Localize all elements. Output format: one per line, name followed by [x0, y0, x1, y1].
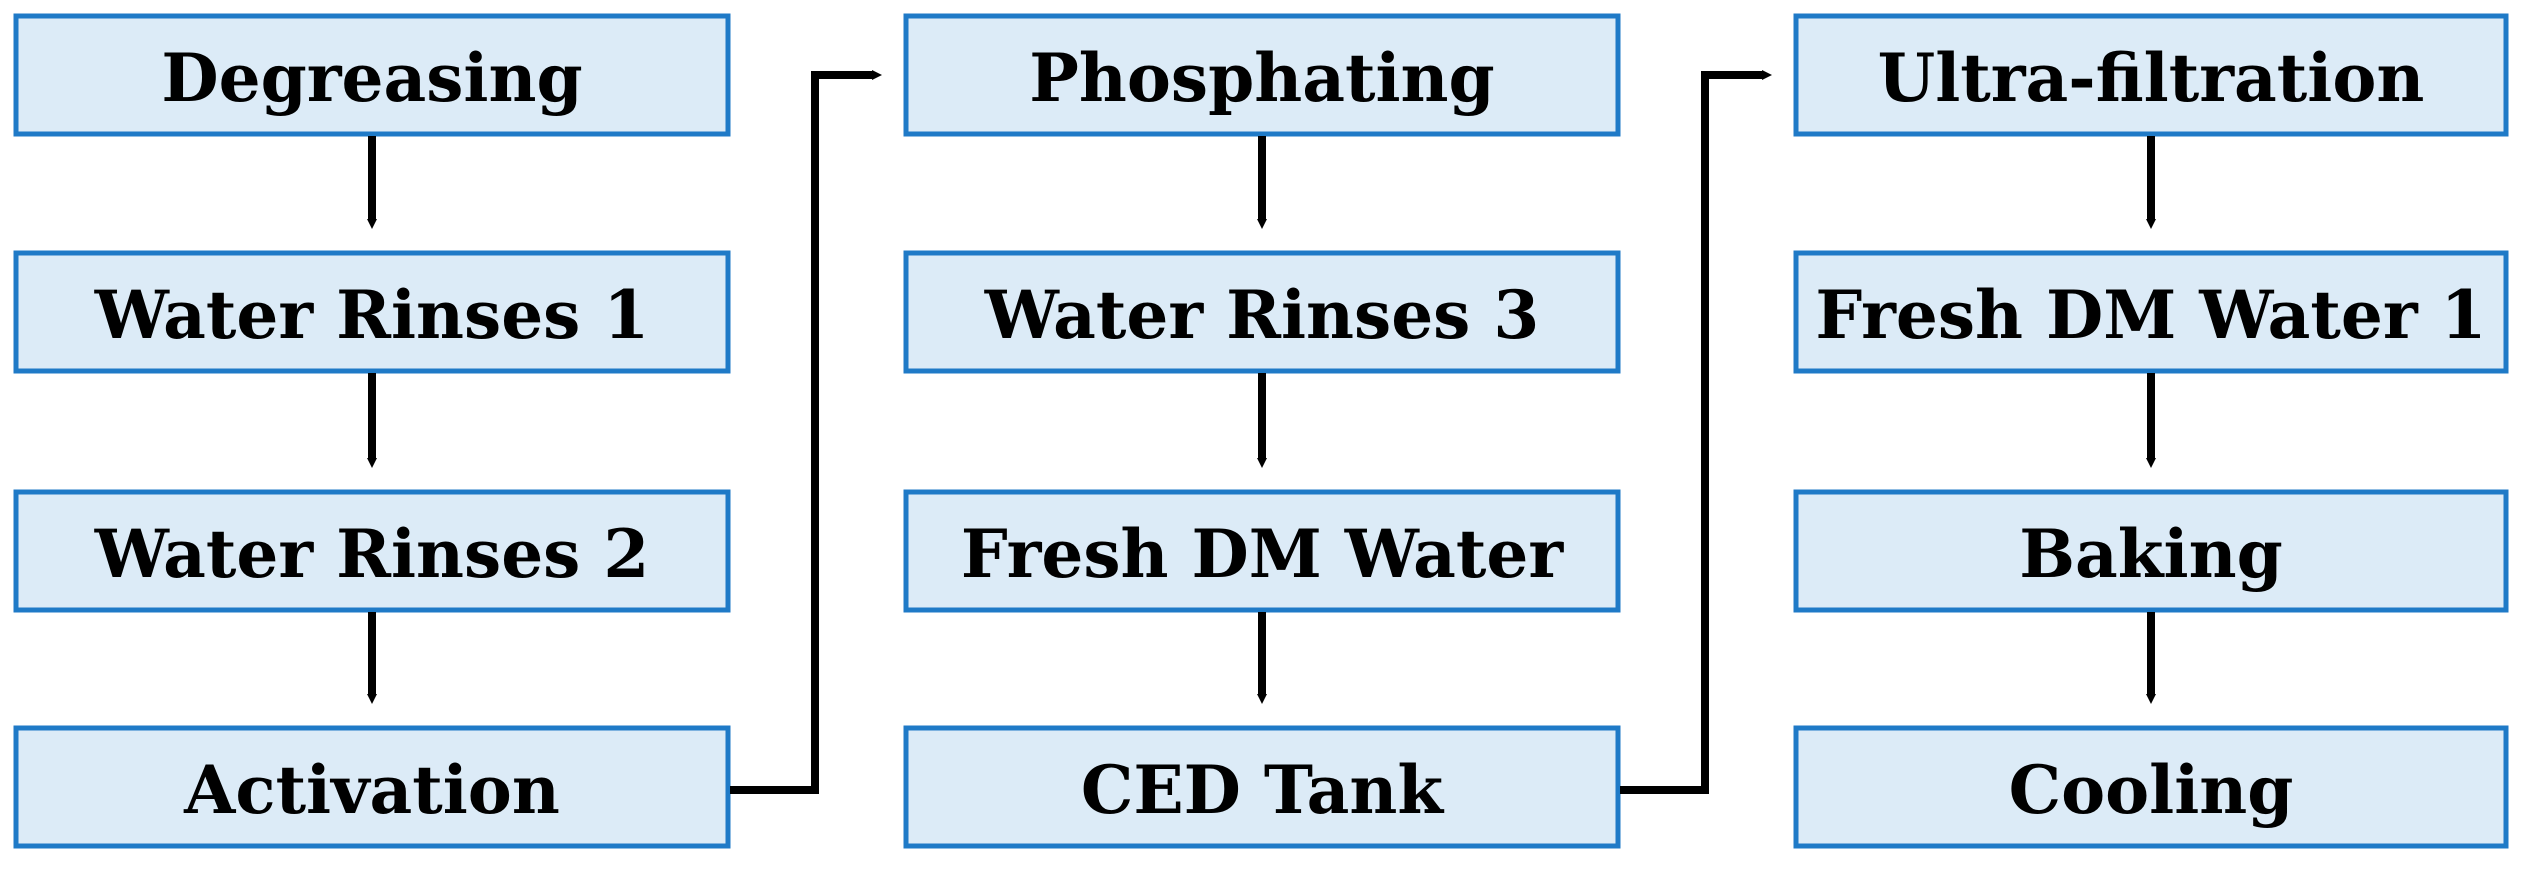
step-ced-tank-label: CED Tank	[1081, 751, 1445, 829]
arrow-activation-to-phosphating	[730, 70, 882, 794]
step-water-rinses-3-label: Water Rinses 3	[984, 276, 1540, 354]
step-baking-label: Baking	[2019, 515, 2282, 593]
step-baking: Baking	[1793, 489, 2509, 613]
step-ultra-filtration-label: Ultra-filtration	[1878, 39, 2425, 117]
step-fresh-dm-water-label: Fresh DM Water	[961, 515, 1564, 593]
step-phosphating-label: Phosphating	[1029, 39, 1494, 117]
step-cooling: Cooling	[1793, 725, 2509, 849]
step-activation: Activation	[13, 725, 731, 849]
column-2: Phosphating Water Rinses 3 Fresh DM Wate…	[903, 13, 1621, 849]
step-phosphating: Phosphating	[903, 13, 1621, 137]
step-fresh-dm-water: Fresh DM Water	[903, 489, 1621, 613]
step-degreasing-label: Degreasing	[161, 39, 582, 117]
step-water-rinses-1-label: Water Rinses 1	[94, 276, 650, 354]
step-water-rinses-2-label: Water Rinses 2	[94, 515, 650, 593]
step-water-rinses-1: Water Rinses 1	[13, 250, 731, 374]
arrow-ced-tank-to-ultra-filtration	[1620, 70, 1772, 794]
step-fresh-dm-water-1-label: Fresh DM Water 1	[1815, 276, 2486, 354]
step-activation-label: Activation	[183, 751, 560, 829]
step-cooling-label: Cooling	[2009, 751, 2294, 829]
step-ced-tank: CED Tank	[903, 725, 1621, 849]
column-1: Degreasing Water Rinses 1 Water Rinses 2…	[13, 13, 731, 849]
step-degreasing: Degreasing	[13, 13, 731, 137]
step-ultra-filtration: Ultra-filtration	[1793, 13, 2509, 137]
step-water-rinses-3: Water Rinses 3	[903, 250, 1621, 374]
column-3: Ultra-filtration Fresh DM Water 1 Baking…	[1793, 13, 2509, 849]
step-fresh-dm-water-1: Fresh DM Water 1	[1793, 250, 2509, 374]
step-water-rinses-2: Water Rinses 2	[13, 489, 731, 613]
